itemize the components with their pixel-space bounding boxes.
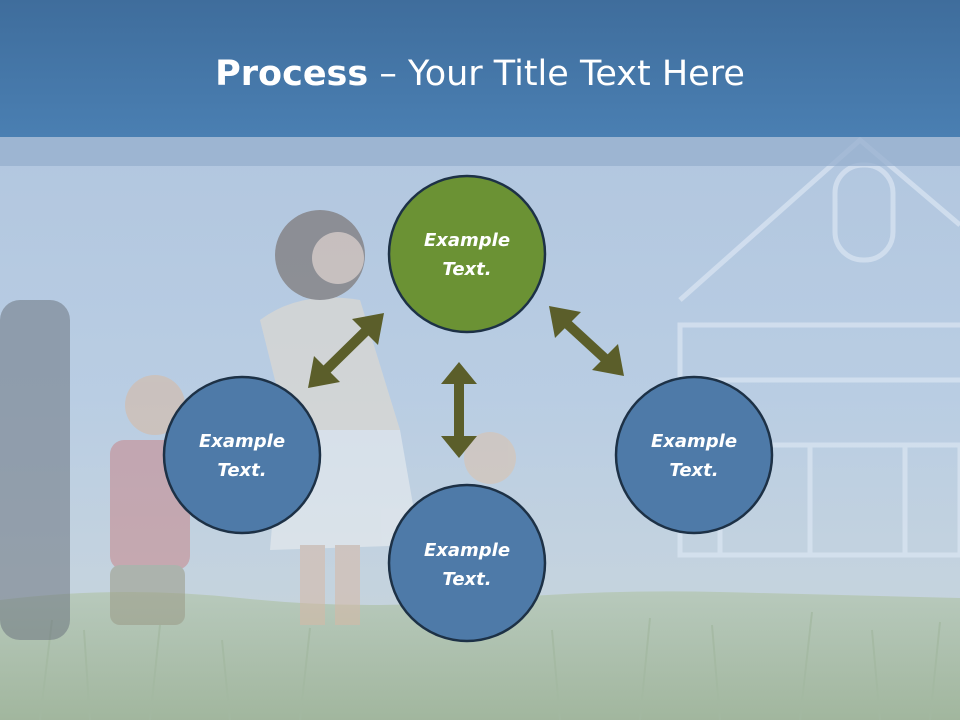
- slide-title: Process – Your Title Text Here: [0, 52, 960, 96]
- arrow-top-left: [308, 313, 384, 388]
- title-rest-part: – Your Title Text Here: [368, 54, 745, 94]
- node-left-line2: Text.: [217, 460, 266, 481]
- arrow-top-right: [549, 306, 624, 376]
- node-bottom-line2: Text.: [442, 569, 491, 590]
- process-node-top: Example Text.: [387, 174, 547, 334]
- title-bar: [0, 0, 960, 137]
- node-bottom-line1: Example: [424, 540, 510, 561]
- node-top-line1: Example: [424, 230, 510, 251]
- node-left-line1: Example: [199, 431, 285, 452]
- title-bold-part: Process: [215, 54, 369, 94]
- process-node-bottom: Example Text.: [387, 483, 547, 643]
- node-right-line2: Text.: [669, 460, 718, 481]
- node-right-line1: Example: [651, 431, 737, 452]
- process-node-right: Example Text.: [614, 375, 774, 535]
- process-node-left: Example Text.: [162, 375, 322, 535]
- arrow-top-bottom: [441, 362, 477, 458]
- node-top-line2: Text.: [442, 259, 491, 280]
- title-accent-strip: [0, 137, 960, 166]
